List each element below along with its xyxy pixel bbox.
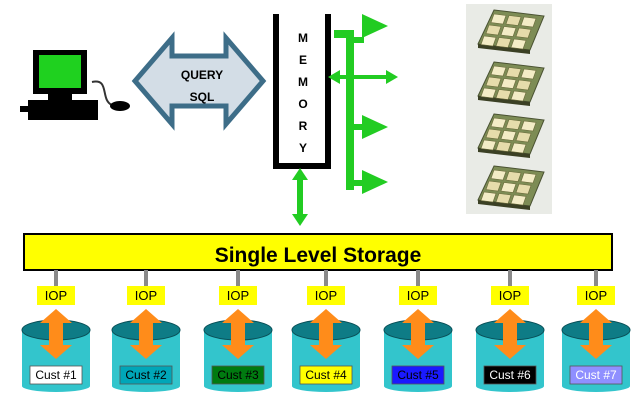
io-arrow	[130, 309, 162, 359]
io-arrow	[402, 309, 434, 359]
customer-unit: IOP Cust #1	[21, 270, 91, 392]
customer-label: Cust #1	[35, 368, 77, 382]
customer-tag	[29, 365, 83, 385]
iop-box	[127, 286, 165, 305]
customer-unit: IOP Cust #4	[291, 270, 361, 392]
iop-connector	[508, 270, 512, 286]
io-arrow	[494, 309, 526, 359]
customer-tag	[299, 365, 353, 385]
iop-box	[399, 286, 437, 305]
iop-box	[577, 286, 615, 305]
bus-arrow	[328, 70, 340, 84]
iop-label: IOP	[135, 288, 157, 303]
bus-arrow	[292, 214, 308, 226]
iop-box	[219, 286, 257, 305]
io-arrow	[40, 309, 72, 359]
customer-tag	[569, 365, 623, 385]
memory-letter: E	[299, 53, 307, 67]
bus-arrow	[292, 168, 308, 180]
customer-label: Cust #2	[125, 368, 167, 382]
io-arrow	[222, 309, 254, 359]
memory-letter: O	[298, 97, 307, 111]
iop-label: IOP	[499, 288, 521, 303]
bus-arrow	[362, 115, 388, 139]
iop-connector	[54, 270, 58, 286]
iop-label: IOP	[407, 288, 429, 303]
iop-box	[491, 286, 529, 305]
customer-label: Cust #5	[397, 368, 439, 382]
memory-letter: R	[299, 119, 308, 133]
computer-workstation-icon	[20, 50, 130, 120]
customer-tag	[119, 365, 173, 385]
customer-label: Cust #7	[575, 368, 617, 382]
io-arrow	[310, 309, 342, 359]
customer-unit: IOP Cust #6	[475, 270, 545, 392]
memory-letter: M	[298, 31, 308, 45]
iop-box	[37, 286, 75, 305]
iop-connector	[144, 270, 148, 286]
memory-letter: M	[298, 75, 308, 89]
iop-label: IOP	[585, 288, 607, 303]
iop-connector	[594, 270, 598, 286]
sql-label: SQL	[190, 90, 215, 104]
customer-unit: IOP Cust #7	[561, 270, 631, 392]
customer-unit: IOP Cust #3	[203, 270, 273, 392]
bus-arrow	[386, 70, 398, 84]
memory-bus	[292, 14, 398, 226]
query-sql-arrow: QUERY SQL	[131, 31, 267, 131]
iop-label: IOP	[45, 288, 67, 303]
single-level-storage-bar: Single Level Storage	[23, 233, 613, 271]
iop-connector	[324, 270, 328, 286]
customer-tag	[391, 365, 445, 385]
customer-unit: IOP Cust #2	[111, 270, 181, 392]
bus-arrow	[362, 14, 388, 38]
bus-arrow	[362, 170, 388, 194]
customer-label: Cust #4	[305, 368, 347, 382]
customer-tag	[211, 365, 265, 385]
customer-tag	[483, 365, 537, 385]
iop-label: IOP	[227, 288, 249, 303]
iop-label: IOP	[315, 288, 337, 303]
iop-connector	[236, 270, 240, 286]
customer-unit: IOP Cust #5	[383, 270, 453, 392]
storage-label: Single Level Storage	[215, 244, 422, 267]
customer-label: Cust #3	[217, 368, 259, 382]
customer-label: Cust #6	[489, 368, 531, 382]
iop-box	[307, 286, 345, 305]
processor-chip-icon	[466, 4, 552, 214]
memory-letter: Y	[299, 141, 307, 155]
io-arrow	[580, 309, 612, 359]
query-label: QUERY	[181, 68, 223, 82]
iop-connector	[416, 270, 420, 286]
